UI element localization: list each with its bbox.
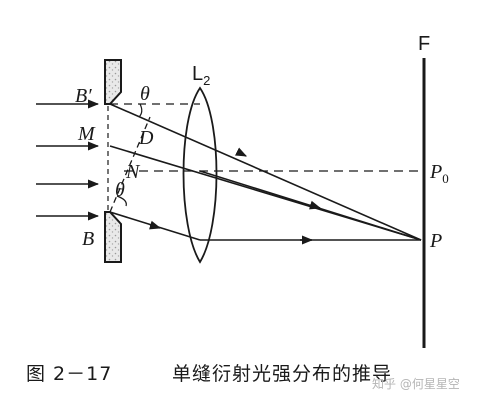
ray-arrow-3 bbox=[149, 220, 162, 230]
label-b-prime: B′ bbox=[75, 85, 92, 107]
ray-arrow-1 bbox=[234, 147, 248, 157]
figure-number: 图 2－17 bbox=[26, 363, 112, 385]
ray-arrow-2 bbox=[309, 200, 322, 210]
label-p0: P0 bbox=[429, 161, 449, 186]
slit-lower-jaw bbox=[104, 211, 122, 263]
label-n: N bbox=[125, 161, 141, 183]
diffracted-ray-top bbox=[109, 103, 422, 241]
theta-arc-top bbox=[138, 103, 143, 118]
slit-upper-jaw bbox=[104, 59, 122, 105]
label-screen: F bbox=[418, 33, 430, 55]
label-lens: L2 bbox=[192, 63, 210, 88]
label-b: B bbox=[82, 228, 94, 250]
watermark: 知乎 @何星星空 bbox=[372, 377, 460, 391]
label-m: M bbox=[77, 123, 96, 145]
figure-title: 单缝衍射光强分布的推导 bbox=[172, 363, 392, 385]
theta-arc-bottom bbox=[116, 195, 127, 207]
lens-l2 bbox=[182, 86, 218, 264]
wavefront-dashed-line bbox=[109, 116, 151, 213]
label-d: D bbox=[138, 127, 154, 149]
label-theta-top: θ bbox=[140, 83, 150, 105]
label-p: P bbox=[429, 230, 442, 252]
label-theta-bottom: θ bbox=[115, 179, 125, 201]
